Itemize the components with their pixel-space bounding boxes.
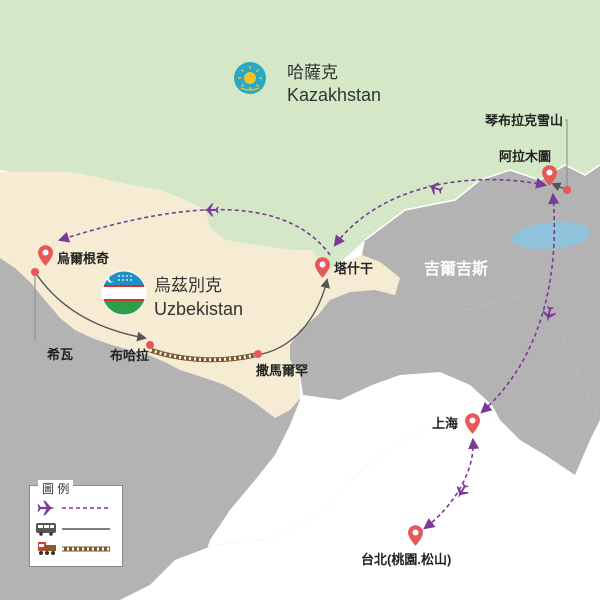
kazakhstan-region (0, 0, 600, 270)
khiva-label: 希瓦 (47, 347, 74, 362)
uzbekistan-flag (101, 270, 147, 316)
map-legend: 圖 例 (29, 480, 123, 567)
shanghai-label: 上海 (432, 416, 459, 431)
china-region-notch (120, 372, 500, 600)
flight-route-almaty-tashkent (333, 177, 548, 247)
chimbulak-leader-line (565, 119, 568, 190)
urgench-label: 烏爾根奇 (57, 251, 110, 266)
kazakhstan-label-zh: 哈薩克 (287, 63, 338, 82)
legend-airplane-icon (37, 500, 55, 516)
khiva-dot (31, 268, 39, 276)
china-region (120, 418, 600, 600)
uzbekistan-label-zh: 烏茲別克 (154, 276, 222, 295)
bus-route-urgench-bukhara (34, 271, 147, 342)
legend-train-icon (38, 542, 56, 555)
legend-bus-icon (36, 523, 56, 536)
legend-title: 圖 例 (38, 480, 74, 497)
flight-route-tashkent-urgench (57, 208, 331, 256)
uzbekistan-label-en: Uzbekistan (154, 299, 244, 319)
kazakhstan-flag (234, 62, 266, 94)
kyrgyzstan-label-zh: 吉爾吉斯 (424, 261, 489, 278)
samarkand-dot (254, 350, 262, 358)
tashkent-label: 塔什干 (334, 261, 374, 276)
samarkand-label: 撒馬爾罕 (256, 363, 309, 378)
railway-route-ties (149, 348, 256, 362)
legend-items (36, 500, 110, 555)
chimbulak-label: 琴布拉克雪山 (485, 113, 564, 128)
uzbekistan-region (0, 172, 400, 418)
bukhara-dot (146, 341, 154, 349)
almaty-label: 阿拉木圖 (499, 149, 552, 164)
taipei-label: 台北(桃園.松山) (361, 552, 452, 567)
chimbulak-dot (563, 186, 571, 194)
bukhara-label: 布哈拉 (110, 348, 150, 363)
flight-route-shanghai-taipei (423, 437, 480, 530)
kazakhstan-label-en: Kazakhstan (287, 85, 382, 105)
bus-route-samarkand-tashkent (261, 278, 330, 355)
flight-route-almaty-shanghai (480, 192, 560, 414)
